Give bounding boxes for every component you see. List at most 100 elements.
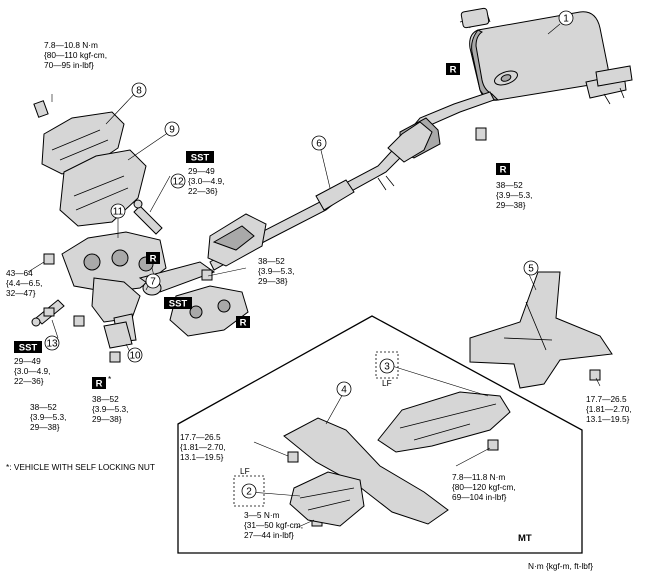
svg-text:{3.0—4.9,: {3.0—4.9, xyxy=(14,366,50,376)
svg-text:7: 7 xyxy=(150,277,156,288)
torque-spec-cover5-bolt: 17.7—26.5 {1.81—2.70, 13.1—19.5} xyxy=(586,394,632,424)
svg-text:{31—50 kgf-cm,: {31—50 kgf-cm, xyxy=(244,520,303,530)
callout-2: 2 xyxy=(241,483,257,499)
svg-text:{80—110 kgf-cm,: {80—110 kgf-cm, xyxy=(44,50,107,60)
svg-text:27—44 in-lbf}: 27—44 in-lbf} xyxy=(244,530,294,540)
svg-text:10: 10 xyxy=(129,351,141,362)
torque-spec-muffler-nut: 38—52 {3.9—5.3, 29—38} xyxy=(496,180,532,210)
svg-text:1: 1 xyxy=(563,14,569,25)
svg-text:70—95 in-lbf}: 70—95 in-lbf} xyxy=(44,60,94,70)
badge-r-gasket: R xyxy=(146,252,160,265)
svg-text:38—52: 38—52 xyxy=(258,256,285,266)
svg-text:3: 3 xyxy=(384,362,390,373)
svg-text:11: 11 xyxy=(113,207,124,218)
svg-text:38—52: 38—52 xyxy=(496,180,523,190)
main-silencer xyxy=(459,7,633,105)
badge-sst-middle: SST xyxy=(164,297,192,310)
svg-text:69—104 in-lbf}: 69—104 in-lbf} xyxy=(452,492,507,502)
torque-spec-bracket-nut: 38—52 {3.9—5.3, 29—38} xyxy=(92,394,128,424)
torque-spec-sensor-upper: 29—49 {3.0—4.9, 22—36} xyxy=(188,166,224,196)
callout-11: 11 xyxy=(110,203,126,219)
torque-spec-member-bolt: 17.7—26.5 {1.81—2.70, 13.1—19.5} xyxy=(180,432,226,462)
callout-4: 4 xyxy=(336,381,352,397)
under-cover-2 xyxy=(289,471,365,527)
torque-spec-bracket-bolt: 38—52 {3.9—5.3, 29—38} xyxy=(30,402,66,432)
svg-text:2: 2 xyxy=(246,487,252,498)
svg-text:17.7—26.5: 17.7—26.5 xyxy=(586,394,627,404)
callout-8: 8 xyxy=(131,82,147,98)
torque-spec-cover2-bolt: 3—5 N·m {31—50 kgf-cm, 27—44 in-lbf} xyxy=(244,510,303,540)
svg-text:7.8—10.8 N·m: 7.8—10.8 N·m xyxy=(44,40,98,50)
svg-text:R: R xyxy=(150,254,157,265)
svg-text:13.1—19.5}: 13.1—19.5} xyxy=(180,452,224,462)
svg-text:29—38}: 29—38} xyxy=(496,200,526,210)
svg-text:{3.0—4.9,: {3.0—4.9, xyxy=(188,176,224,186)
heat-insulator-lower xyxy=(169,285,249,337)
callout-5: 5 xyxy=(523,260,539,276)
callout-3: 3 xyxy=(379,358,395,374)
svg-text:SST: SST xyxy=(169,299,188,310)
badge-r-lower-nut: R xyxy=(92,377,106,390)
svg-text:22—36}: 22—36} xyxy=(188,186,218,196)
callout-6: 6 xyxy=(311,135,327,151)
lf-label-top: LF xyxy=(382,378,392,388)
callout-1: 1 xyxy=(558,10,574,26)
badge-r-nut: R xyxy=(496,163,510,176)
badge-sst-upper: SST xyxy=(186,151,214,164)
footnote: *: VEHICLE WITH SELF LOCKING NUT xyxy=(6,462,155,472)
under-cover-5 xyxy=(469,271,613,389)
badge-r-muffler: R xyxy=(446,63,460,76)
svg-text:29—38}: 29—38} xyxy=(92,414,122,424)
svg-text:7.8—11.8 N·m: 7.8—11.8 N·m xyxy=(452,472,505,482)
heat-insulator-middle xyxy=(59,149,147,227)
torque-spec-manifold-nut: 38—52 {3.9—5.3, 29—38} xyxy=(258,256,294,286)
heat-insulator-upper xyxy=(41,111,125,175)
callout-10: 10 xyxy=(127,347,143,363)
svg-text:38—52: 38—52 xyxy=(30,402,57,412)
exhaust-manifold xyxy=(61,231,216,343)
svg-text:29—38}: 29—38} xyxy=(30,422,60,432)
badge-sst-lower: SST xyxy=(14,341,42,354)
svg-text:43—64: 43—64 xyxy=(6,268,33,278)
svg-text:{3.9—5.3,: {3.9—5.3, xyxy=(258,266,294,276)
svg-text:9: 9 xyxy=(169,125,175,136)
svg-text:R: R xyxy=(96,379,103,390)
svg-text:{3.9—5.3,: {3.9—5.3, xyxy=(30,412,66,422)
svg-text:{3.9—5.3,: {3.9—5.3, xyxy=(92,404,128,414)
svg-text:4: 4 xyxy=(341,385,347,396)
svg-text:R: R xyxy=(450,65,457,76)
svg-text:29—49: 29—49 xyxy=(188,166,215,176)
svg-text:SST: SST xyxy=(19,343,38,354)
callout-12: 12 xyxy=(170,173,186,189)
callout-13: 13 xyxy=(44,335,60,351)
bracket xyxy=(103,321,133,349)
svg-text:R: R xyxy=(500,165,507,176)
lf-box-bottom xyxy=(233,475,265,507)
under-cover-3 xyxy=(377,391,511,453)
svg-text:29—49: 29—49 xyxy=(14,356,41,366)
oxygen-sensor-upper xyxy=(133,199,163,235)
svg-text:{80—120 kgf-cm,: {80—120 kgf-cm, xyxy=(452,482,516,492)
svg-text:{3.9—5.3,: {3.9—5.3, xyxy=(496,190,532,200)
units-label: N·m {kgf-m, ft-lbf} xyxy=(528,561,593,571)
leader-lines xyxy=(27,23,601,529)
svg-text:{1.81—2.70,: {1.81—2.70, xyxy=(180,442,226,452)
svg-text:22—36}: 22—36} xyxy=(14,376,44,386)
mt-inset-frame xyxy=(177,315,583,554)
callout-9: 9 xyxy=(164,121,180,137)
center-pipe xyxy=(207,70,518,271)
svg-text:12: 12 xyxy=(172,177,184,188)
callout-7: 7 xyxy=(145,273,161,289)
torque-spec-sensor-lower: 29—49 {3.0—4.9, 22—36} xyxy=(14,356,50,386)
badge-r-insulator: R xyxy=(236,316,250,329)
svg-text:29—38}: 29—38} xyxy=(258,276,288,286)
svg-text:38—52: 38—52 xyxy=(92,394,119,404)
svg-text:R: R xyxy=(240,318,247,329)
torque-spec-cover3-bolt: 7.8—11.8 N·m {80—120 kgf-cm, 69—104 in-l… xyxy=(452,472,516,502)
svg-text:17.7—26.5: 17.7—26.5 xyxy=(180,432,221,442)
svg-text:5: 5 xyxy=(528,264,534,275)
svg-text:3—5 N·m: 3—5 N·m xyxy=(244,510,280,520)
svg-text:13: 13 xyxy=(46,339,58,350)
svg-text:{1.81—2.70,: {1.81—2.70, xyxy=(586,404,632,414)
